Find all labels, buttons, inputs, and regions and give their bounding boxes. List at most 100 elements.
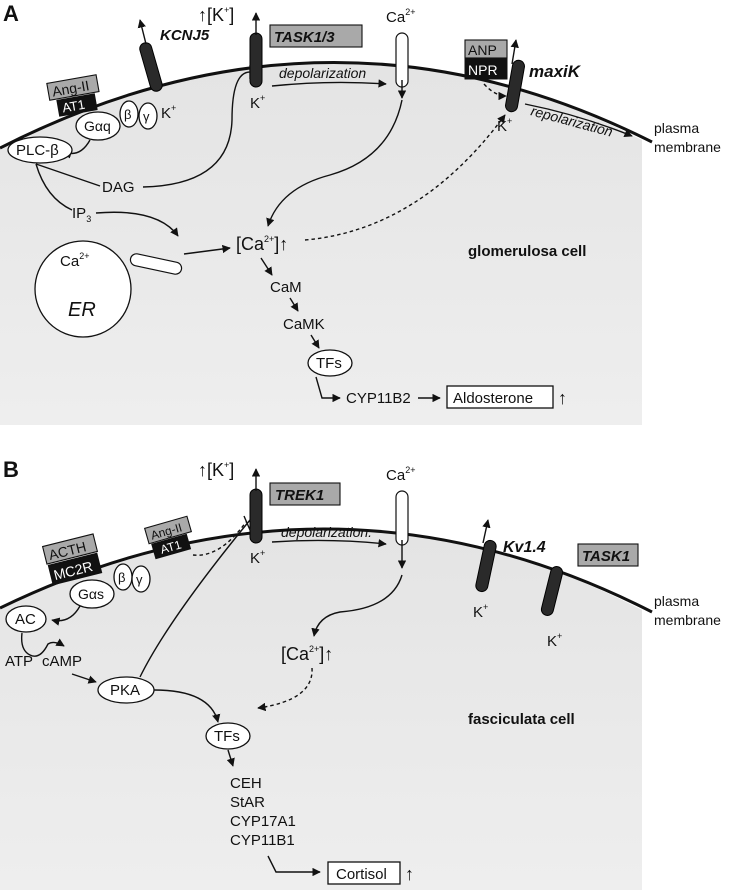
kv14-label: Kv1.4 (503, 539, 546, 556)
aldosterone-box (446, 385, 554, 409)
panel-letter-a: A (3, 1, 19, 26)
task1-k: K+ (547, 631, 562, 650)
dag-label: DAG (102, 179, 135, 196)
at1-label-b: AT1 (159, 537, 183, 556)
npr-label: NPR (468, 62, 498, 78)
gamma-label-a: γ (143, 109, 150, 124)
trek1-k: K+ (250, 548, 265, 567)
cell-label-b: fasciculata cell (468, 711, 575, 728)
cell-label-a: glomerulosa cell (468, 243, 586, 260)
depolarization-arrow-b (271, 539, 387, 548)
aldosterone-label: Aldosterone (453, 390, 533, 407)
plasma-label-a: plasma (654, 120, 699, 136)
ca-ext-a: Ca2+ (386, 7, 415, 26)
membrane-label-b: membrane (654, 612, 721, 628)
beta-label-a: β (124, 107, 131, 122)
membrane-label-a: membrane (654, 139, 721, 155)
gamma-node-a (138, 102, 158, 130)
ac-node (5, 605, 47, 633)
cortisol-label: Cortisol (336, 866, 387, 883)
plcb-to-ip3 (35, 163, 73, 211)
ca-influx-a (266, 99, 403, 227)
tfs-node-a (307, 349, 353, 377)
cai-label-b: [Ca2+]↑ (281, 644, 333, 664)
angii-label-a: Ang-II (51, 77, 91, 99)
panel-letter-b: B (3, 457, 19, 482)
kcnj5-label: KCNJ5 (160, 27, 210, 44)
beta-label-b: β (118, 570, 125, 585)
at1-label-a: AT1 (61, 97, 86, 116)
task1-channel: TASK1 K+ (540, 543, 639, 650)
plcb-node (7, 136, 73, 164)
gene-cyp17a1: CYP17A1 (230, 813, 296, 830)
task13-k: K+ (250, 93, 265, 112)
ca-ext-b: Ca2+ (386, 465, 415, 484)
kcnj5-k: K+ (161, 103, 176, 122)
gaq-label: Gαq (84, 118, 111, 134)
task13-channel: TASK1/3 K+ (249, 12, 363, 112)
ca-to-maxik (304, 114, 506, 241)
at1-receptor-b: Ang-II AT1 (143, 515, 251, 560)
tfs-node-b (205, 722, 251, 750)
cam-label: CaM (270, 279, 302, 296)
extracellular-k-b: ↑[K+] (198, 460, 234, 480)
depolarization-arrow-a (271, 79, 387, 88)
maxik-k: K+ (497, 116, 512, 135)
plasma-label-b: plasma (654, 593, 699, 609)
glomerulosa-cell-body (0, 61, 642, 425)
ca-influx-b (311, 574, 403, 637)
pka-to-trek1 (139, 519, 251, 678)
er-label: ER (68, 299, 96, 321)
gas-label: Gαs (78, 586, 104, 602)
pka-label: PKA (110, 682, 140, 699)
panel-a: A KCNJ5 K+ ↑[K+] TASK1/3 K+ Ca2+ depolar… (0, 1, 721, 425)
gene-cyp11b1: CYP11B1 (230, 832, 295, 849)
atp-label: ATP (5, 653, 33, 670)
task1-label: TASK1 (582, 548, 630, 565)
task13-label: TASK1/3 (274, 29, 335, 46)
kcnj5-channel: KCNJ5 K+ (137, 19, 210, 122)
at1-receptor-a: Ang-II AT1 (46, 74, 100, 117)
gas-node (69, 579, 115, 609)
er-compartment (34, 240, 132, 338)
cortisol-box (327, 861, 401, 885)
cai-label-a: [Ca2+]↑ (236, 234, 288, 254)
tfs-label-a: TFs (316, 355, 342, 372)
depolarization-label-b: depolarization. (281, 524, 372, 540)
ip3-receptor (129, 253, 183, 275)
kv14-k: K+ (473, 602, 488, 621)
repolarization-arrow (524, 103, 633, 138)
fasciculata-cell-body (0, 528, 642, 890)
camp-label: cAMP (42, 653, 82, 670)
gamma-label-b: γ (136, 572, 143, 587)
cortisol-up: ↑ (405, 864, 414, 884)
anp-label: ANP (468, 42, 497, 58)
tfs-label-b: TFs (214, 728, 240, 745)
camk-label: CaMK (283, 316, 325, 333)
ca-channel-a: Ca2+ (386, 7, 415, 99)
gamma-node-b (131, 565, 151, 593)
maxik-label: maxiK (529, 62, 582, 81)
er-ca-label: Ca2+ (60, 251, 89, 270)
gene-ceh: CEH (230, 775, 262, 792)
kv14-channel: Kv1.4 K+ (473, 519, 546, 621)
gene-star: StAR (230, 794, 265, 811)
ca-channel-b: Ca2+ (386, 465, 415, 569)
trek1-label: TREK1 (275, 487, 324, 504)
panel-b: B ↑[K+] TREK1 K+ Ca2+ depolarization. Kv… (0, 457, 721, 890)
depolarization-label-a: depolarization (279, 65, 366, 81)
dag-to-task (142, 71, 251, 188)
beta-node-a (119, 100, 139, 128)
ac-label: AC (15, 611, 36, 628)
plcb-label: PLC-β (16, 142, 59, 159)
trek1-channel: TREK1 K+ (249, 468, 341, 567)
extracellular-k-a: ↑[K+] (198, 5, 234, 25)
ip3-label: IP3 (72, 205, 91, 224)
cyp11b2-label: CYP11B2 (346, 390, 411, 407)
gaq-node (75, 111, 121, 141)
aldosterone-up: ↑ (558, 388, 567, 408)
maxik-channel: ANP NPR maxiK K+ (464, 39, 582, 135)
pka-to-tfs (153, 689, 221, 723)
